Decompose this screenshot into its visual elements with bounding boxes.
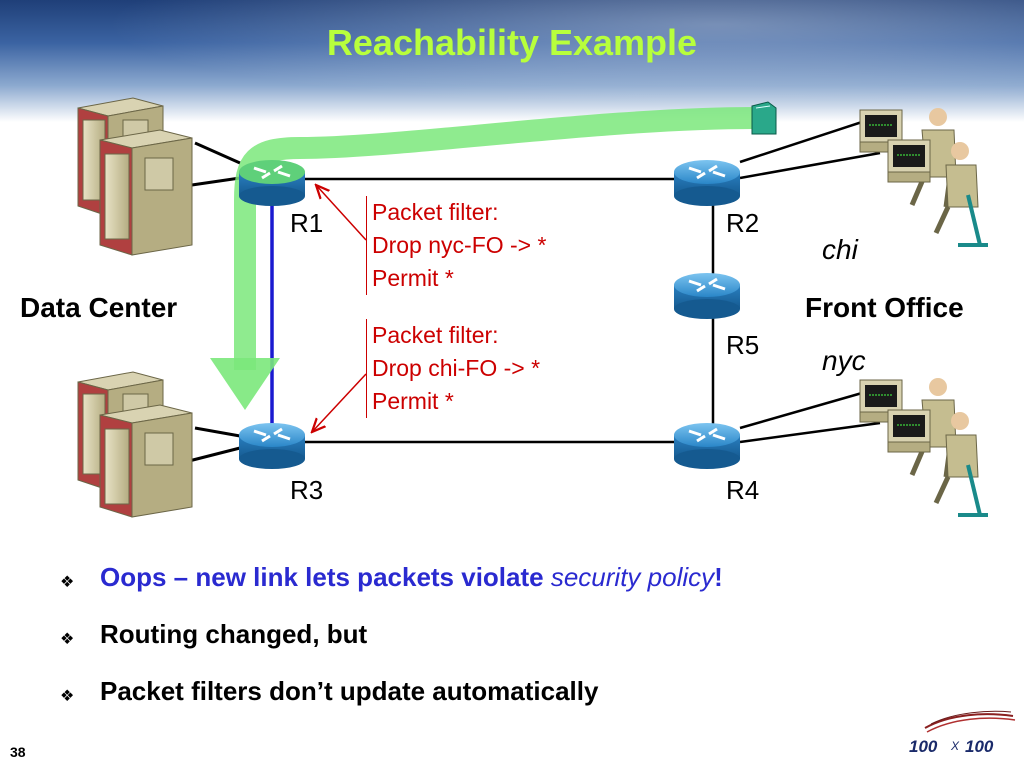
bullet-item: ❖ Routing changed, but [60, 619, 960, 676]
logo-left: 100 [909, 737, 938, 756]
data-center-label: Data Center [20, 292, 178, 323]
router-r3-icon [239, 423, 305, 469]
filter-arrow-r3 [312, 373, 367, 432]
router-r1-icon [239, 160, 305, 206]
link-server-r1-b [184, 176, 241, 188]
logo-100x100-icon: 100 X 100 [909, 710, 1016, 756]
router-r5-icon [674, 273, 740, 319]
link-r4-nyc-a [739, 391, 863, 430]
bullet-text-end: ! [714, 562, 723, 592]
link-server-r3-a [194, 426, 241, 438]
bullet-diamond-icon: ❖ [60, 631, 75, 648]
bullet-diamond-icon: ❖ [60, 688, 75, 705]
filter-line: Drop nyc-FO -> * [372, 232, 547, 258]
slide-title: Reachability Example [326, 22, 698, 63]
bullet-text-main: Oops – new link lets packets violate [100, 562, 551, 592]
link-r4-nyc-b [739, 421, 881, 444]
front-office-label: Front Office [805, 292, 964, 323]
filter-line: Drop chi-FO -> * [372, 355, 541, 381]
nyc-label: nyc [822, 345, 866, 376]
filter-arrow-r1 [316, 185, 367, 241]
bullet-item: ❖ Packet filters don’t update automatica… [60, 676, 960, 733]
chi-label: chi [822, 234, 858, 265]
packet-filter-r1: Packet filter: Drop nyc-FO -> * Permit * [366, 196, 546, 295]
link-r2-chi-a [739, 120, 863, 164]
bullet-text: Routing changed, but [100, 619, 368, 649]
header-glow [0, 0, 1024, 122]
filter-line: Packet filter: [372, 322, 499, 348]
router-label-r1: R1 [290, 208, 324, 238]
server-icon [99, 404, 193, 518]
router-label-r5: R5 [726, 330, 760, 360]
workstation-icon [887, 139, 988, 247]
bullet-list: ❖ Oops – new link lets packets violate s… [60, 562, 960, 733]
filter-line: Permit * [372, 265, 454, 291]
server-icon [99, 129, 193, 256]
link-server-r1-a [194, 141, 241, 165]
filter-line: Packet filter: [372, 199, 499, 225]
link-server-r3-b [184, 446, 241, 464]
router-label-r2: R2 [726, 208, 760, 238]
packet-filter-r3: Packet filter: Drop chi-FO -> * Permit * [366, 319, 540, 418]
logo-right: 100 [965, 737, 994, 756]
page-number: 38 [10, 744, 26, 760]
filter-line: Permit * [372, 388, 454, 414]
bullet-item: ❖ Oops – new link lets packets violate s… [60, 562, 960, 619]
router-r2-icon [674, 160, 740, 206]
router-r4-icon [674, 423, 740, 469]
bullet-text: Oops – new link lets packets violate sec… [100, 562, 723, 593]
bullet-text: Packet filters don’t update automaticall… [100, 676, 599, 706]
workstation-icon [859, 378, 957, 478]
packet-icon [751, 101, 777, 135]
header-band [0, 0, 1024, 122]
workstation-icon [887, 409, 988, 517]
router-label-r3: R3 [290, 475, 324, 505]
bullet-emphasis: security policy [550, 562, 715, 592]
link-r2-chi-b [739, 151, 881, 180]
logo-x: X [950, 739, 960, 753]
router-label-r4: R4 [726, 475, 760, 505]
bullet-diamond-icon: ❖ [60, 574, 75, 591]
